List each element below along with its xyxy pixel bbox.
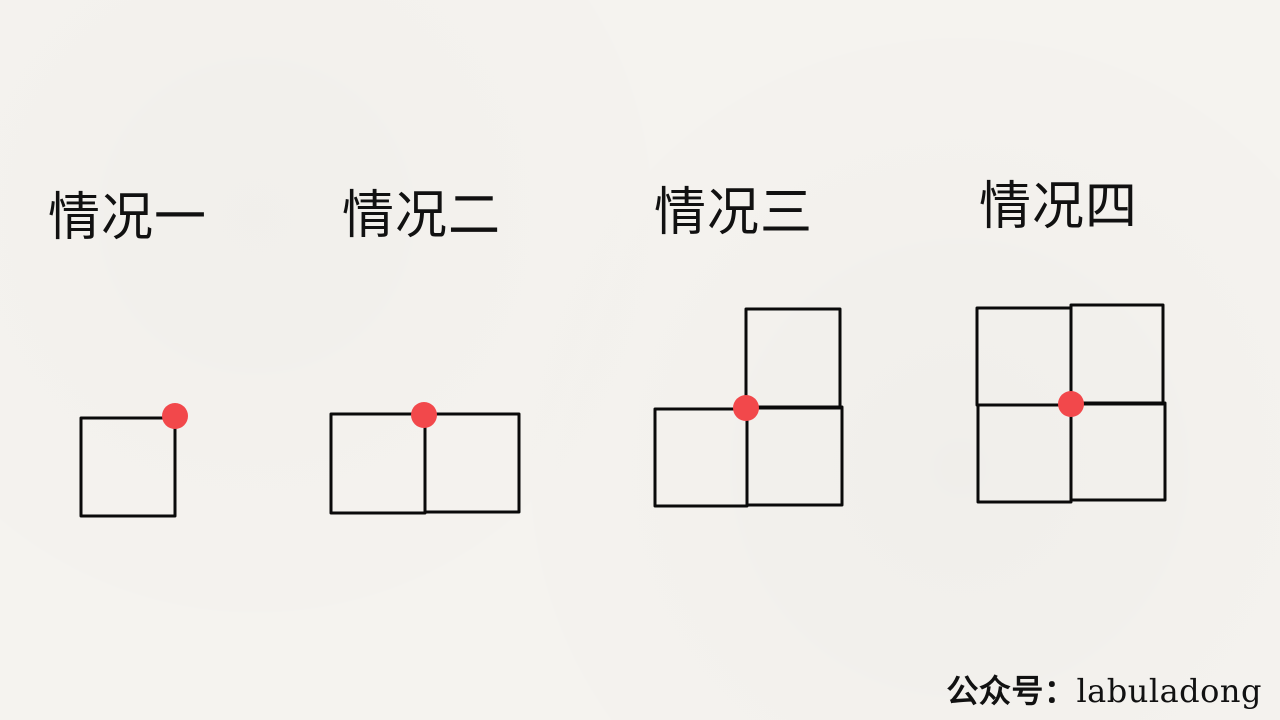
case-1-cell xyxy=(79,416,177,518)
watermark-name: labuladong xyxy=(1076,672,1262,710)
case-2-figure xyxy=(329,402,521,515)
case-3-cell-top-right xyxy=(744,307,842,410)
case-3-cell-bottom-right xyxy=(745,405,844,507)
case-2-vertex-dot xyxy=(411,402,437,428)
case-1-figure xyxy=(79,403,188,518)
case-2-cell-left xyxy=(329,412,427,515)
case-4-cell-top-left xyxy=(975,306,1073,407)
case-3-cell-bottom-left xyxy=(653,407,749,508)
case-1-vertex-dot xyxy=(162,403,188,429)
case-2-title: 情况二 xyxy=(342,186,502,246)
case-3-title: 情况三 xyxy=(654,183,814,243)
case-4-cell-bottom-right xyxy=(1069,401,1167,502)
case-2-cell-right xyxy=(423,412,521,514)
watermark: 公众号：labuladong xyxy=(946,666,1262,712)
case-4-figure xyxy=(975,303,1167,504)
case-3-vertex-dot xyxy=(733,395,759,421)
case-1-title: 情况一 xyxy=(48,188,208,248)
case-3-figure xyxy=(653,307,844,508)
case-4-cell-bottom-left xyxy=(976,403,1073,504)
case-4-cell-top-right xyxy=(1069,303,1165,406)
case-4-title: 情况四 xyxy=(979,177,1139,237)
case-4-vertex-dot xyxy=(1058,391,1084,417)
watermark-prefix: 公众号： xyxy=(946,672,1077,710)
